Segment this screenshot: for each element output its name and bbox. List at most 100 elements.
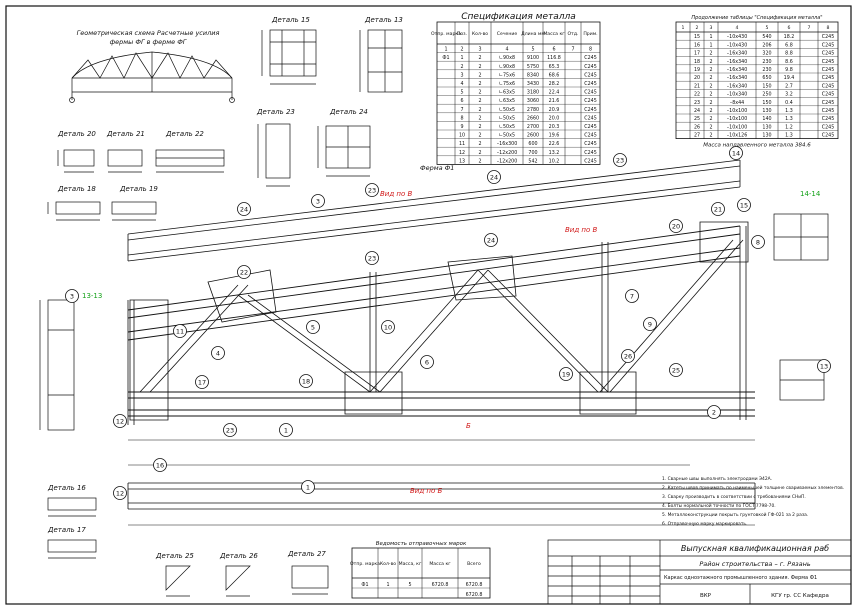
position-marker: 20 [669,219,683,233]
spec1-cell: 3 [478,47,481,53]
position-marker-label: 25 [672,367,680,375]
position-marker-circle [237,202,251,216]
position-marker: 3 [65,289,79,303]
spec1-cell: ∟90x8 [499,64,515,70]
position-marker-circle [306,320,320,334]
spec2-cell: –16x340 [727,75,748,81]
note-line: 3. Сварку производить в соответствии с т… [662,493,806,500]
spec2-cell: 21 [694,83,700,89]
spec2-cell: 1.3 [785,133,793,139]
spec2-header-cell: 7 [808,25,811,31]
spec2-header-cell: 8 [827,25,830,31]
spec1-cell: С245 [584,72,597,78]
spec2-cell: 1.3 [785,108,793,114]
spec1-cell: 2 [478,115,481,121]
spec1-cell: ∟75x6 [499,72,515,78]
geometry-title-1: Геометрическая схема Расчетные усилия [77,29,220,37]
spec1-cell: ∟50x5 [499,133,515,139]
view-label-b: Вид по Б [410,487,443,495]
spec2-footer: Масса наплавленного металла 384.6 [703,143,811,149]
spec1-cell: 700 [528,150,537,156]
spec2-cell: 9.8 [785,67,793,73]
spec1-cell: ∟50x5 [499,115,515,121]
detail-25-27-drawing [165,565,329,597]
position-marker: 15 [737,198,751,212]
spec1-header-cell: Масса кг [543,31,565,37]
spec1-cell: 20.9 [549,107,560,113]
spec1-cell: 7 [460,107,463,113]
shipping-cell: 6720.8 [466,592,483,598]
spec2-cell: С245 [822,34,835,40]
spec1-cell: С245 [584,124,597,130]
spec2-cell: 18.2 [784,34,795,40]
spec2-cell: 20 [694,75,700,81]
position-marker-label: 24 [240,206,248,214]
position-marker-label: 23 [368,187,376,195]
shipping-border [351,547,491,599]
spec2-cell: 206 [762,42,771,48]
spec1-cell: 28.2 [549,81,560,87]
detail-24-drawing [317,125,371,177]
section-label-1414: 14-14 [800,190,821,198]
detail-18-label: Деталь 18 [57,185,96,193]
position-marker-circle [211,346,225,360]
spec2-cell: 8.6 [785,59,793,65]
spec1-cell: С245 [584,158,597,164]
position-marker-label: 22 [240,269,248,277]
spec1-cell: 1 [460,55,463,61]
position-marker-label: 23 [368,255,376,263]
spec1-cell: 5750 [527,64,539,70]
spec1-header-cell: Поз. [457,31,467,37]
truss-label: Ферма Ф1 [420,164,454,172]
position-marker: 23 [613,153,627,167]
position-marker-label: 9 [648,321,652,329]
spec1-cell: 2600 [527,133,539,139]
position-marker-circle [817,359,831,373]
position-marker-circle [669,363,683,377]
spec2-cell: 2 [709,59,712,65]
spec2-cell: С245 [822,100,835,106]
position-marker-circle [173,324,187,338]
position-marker: 12 [113,486,127,500]
position-marker: 11 [173,324,187,338]
spec2-cell: –10x100 [727,108,748,114]
spec2-cell: 2 [709,116,712,122]
position-marker-circle [195,375,209,389]
spec1-cell: ∟90x8 [499,55,515,61]
spec1-cell: 2 [478,124,481,130]
title-stage: ВКР [700,593,712,599]
position-marker: 6 [420,355,434,369]
spec1-cell: 3430 [527,81,539,87]
spec2-cell: 18 [694,59,700,65]
spec1-cell: –16x300 [497,141,518,147]
spec2-cell: 0.4 [785,100,793,106]
title-sheet-name: Каркас одноэтажного промышленного здания… [664,575,817,581]
spec1-cell: 10 [459,133,465,139]
spec1-cell: С245 [584,90,597,96]
detail-17-label: Деталь 17 [47,526,86,534]
spec1-cell: 2 [478,158,481,164]
spec2-border [675,21,839,139]
spec1-cell: 2 [460,64,463,70]
position-marker-circle [365,183,379,197]
position-marker: 18 [299,374,313,388]
spec2-cell: 650 [762,75,771,81]
spec2-cell: 2 [709,108,712,114]
position-marker-circle [613,153,627,167]
detail-27-label: Деталь 27 [287,550,326,558]
detail-24-label: Деталь 24 [329,108,368,116]
spec2-cell: 150 [762,83,771,89]
position-marker: 21 [711,202,725,216]
position-marker-label: 21 [714,206,722,214]
spec2-cell: 16 [694,42,700,48]
spec2-header-cell: 4 [736,25,739,31]
spec2-cell: 130 [762,133,771,139]
position-marker-label: 12 [116,490,124,498]
spec2-cell: 2.7 [785,83,793,89]
detail-22-label: Деталь 22 [165,130,204,138]
spec1-cell: 2 [478,107,481,113]
spec1-cell: 2700 [527,124,539,130]
spec2-cell: 320 [762,51,771,57]
spec2-cell: С245 [822,116,835,122]
